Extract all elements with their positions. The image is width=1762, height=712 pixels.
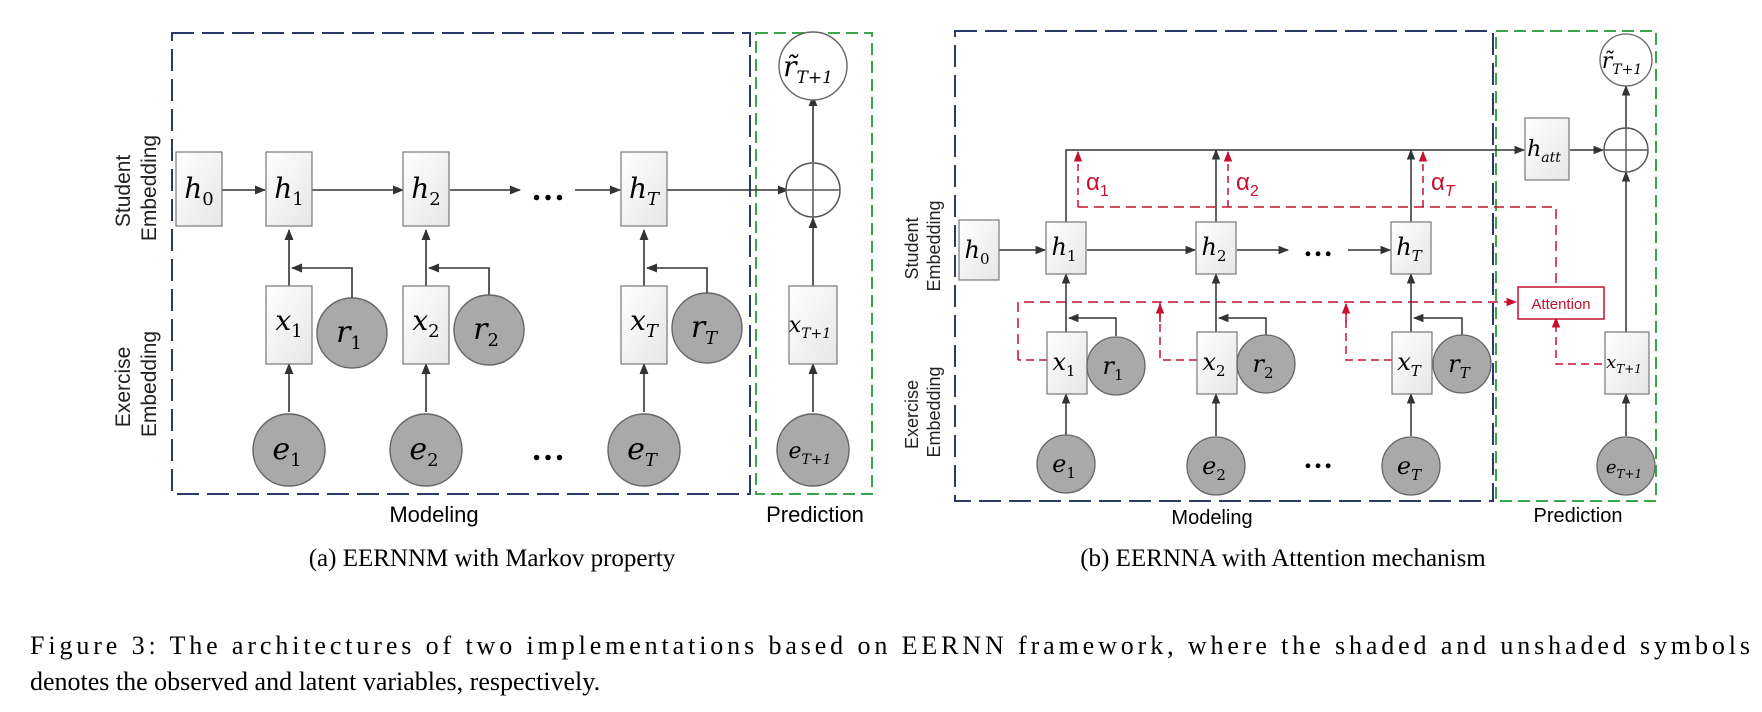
r2-node: r2 bbox=[453, 294, 525, 366]
ellipsis-exercise-b: … bbox=[1303, 442, 1333, 475]
attention-box: Attention bbox=[1517, 286, 1605, 320]
svg-text:h1: h1 bbox=[1051, 233, 1076, 265]
x1-node: x1 bbox=[265, 285, 313, 365]
panel-a: Student Embedding Exercise Embedding bbox=[112, 31, 873, 572]
svg-text:r2: r2 bbox=[1252, 350, 1273, 382]
svg-text:x2: x2 bbox=[412, 304, 439, 342]
modeling-frame-b bbox=[954, 30, 1494, 502]
alpha-1-label: α1 bbox=[1086, 169, 1109, 200]
h0-node: h0 bbox=[175, 151, 223, 227]
svg-text:r1: r1 bbox=[336, 315, 362, 354]
figure-caption-line1: Figure 3: The architectures of two imple… bbox=[30, 631, 1750, 660]
svg-text:eT+1: eT+1 bbox=[1606, 457, 1642, 481]
svg-text:e2: e2 bbox=[409, 432, 438, 471]
prediction-frame-b bbox=[1495, 30, 1657, 502]
svg-text:hatt: hatt bbox=[1527, 137, 1561, 166]
svg-text:x1: x1 bbox=[1052, 348, 1075, 380]
xT-node: xT bbox=[620, 285, 668, 365]
ellipsis-student-a: … bbox=[531, 171, 565, 208]
svg-text:Attention: Attention bbox=[1531, 296, 1590, 313]
rT-node-b: rT bbox=[1432, 334, 1492, 394]
e1-node-b: e1 bbox=[1036, 434, 1096, 494]
svg-text:x2: x2 bbox=[1202, 348, 1225, 380]
r1-node: r1 bbox=[316, 297, 388, 369]
r2-node-b: r2 bbox=[1236, 334, 1296, 394]
svg-text:r1: r1 bbox=[1102, 352, 1123, 384]
svg-text:hT: hT bbox=[1396, 233, 1422, 265]
caption-a: (a) EERNNM with Markov property bbox=[309, 545, 676, 572]
svg-text:xT+1: xT+1 bbox=[1606, 352, 1642, 376]
ellipsis-exercise-a: … bbox=[531, 431, 565, 468]
h1-node-b: h1 bbox=[1045, 221, 1087, 275]
modeling-label-b: Modeling bbox=[1171, 507, 1252, 529]
svg-text:h0: h0 bbox=[184, 172, 214, 210]
svg-text:h2: h2 bbox=[411, 172, 441, 210]
svg-text:rT: rT bbox=[691, 310, 719, 349]
svg-text:xT: xT bbox=[1397, 348, 1422, 380]
h-att-node: hatt bbox=[1524, 117, 1570, 181]
prediction-label-b: Prediction bbox=[1534, 505, 1623, 527]
caption-b: (b) EERNNA with Attention mechanism bbox=[1080, 545, 1486, 572]
svg-text:h1: h1 bbox=[274, 172, 304, 210]
alpha-T-label: αT bbox=[1431, 169, 1456, 200]
svg-text:r̃T+1: r̃T+1 bbox=[1602, 49, 1643, 78]
svg-text:x1: x1 bbox=[275, 304, 302, 342]
svg-text:eT+1: eT+1 bbox=[788, 439, 831, 468]
alpha-2-label: α2 bbox=[1236, 169, 1259, 200]
xT-node-b: xT bbox=[1391, 331, 1433, 395]
x2-node: x2 bbox=[402, 285, 450, 365]
e2-node: e2 bbox=[389, 413, 463, 487]
h0-node-b: h0 bbox=[958, 219, 1000, 281]
rT-node: rT bbox=[671, 292, 743, 364]
sum-node-b bbox=[1603, 127, 1649, 173]
hT-node-b: hT bbox=[1390, 221, 1432, 275]
x1-node-b: x1 bbox=[1046, 331, 1088, 395]
panel-b: Student Embedding Exercise Embedding α1 … bbox=[902, 30, 1657, 572]
sum-node-a bbox=[785, 162, 841, 218]
eT1-node-b: eT+1 bbox=[1596, 436, 1656, 496]
svg-text:eT: eT bbox=[627, 432, 659, 471]
svg-text:eT: eT bbox=[1397, 452, 1422, 484]
figure-caption-line2: denotes the observed and latent variable… bbox=[30, 667, 600, 696]
hT-node: hT bbox=[620, 151, 668, 227]
h1-node: h1 bbox=[265, 151, 313, 227]
h2-node: h2 bbox=[402, 151, 450, 227]
modeling-frame-a bbox=[171, 32, 751, 495]
svg-text:h0: h0 bbox=[964, 236, 989, 268]
svg-text:hT: hT bbox=[629, 172, 661, 210]
xT1-node-b: xT+1 bbox=[1604, 331, 1650, 395]
svg-text:rT: rT bbox=[1448, 350, 1470, 382]
r1-node-b: r1 bbox=[1086, 336, 1146, 396]
student-embedding-label-a: Student Embedding bbox=[112, 135, 161, 241]
student-embedding-label-b: Student Embedding bbox=[902, 200, 944, 291]
modeling-label-a: Modeling bbox=[389, 502, 478, 527]
prediction-label-a: Prediction bbox=[766, 502, 864, 527]
exercise-embedding-label-b: Exercise Embedding bbox=[902, 366, 944, 457]
eT-node: eT bbox=[607, 413, 681, 487]
eT-node-b: eT bbox=[1381, 436, 1441, 496]
svg-text:e2: e2 bbox=[1202, 452, 1226, 484]
xT1-node: xT+1 bbox=[788, 285, 838, 365]
svg-text:e1: e1 bbox=[272, 432, 301, 471]
svg-text:xT: xT bbox=[630, 304, 660, 342]
e1-node: e1 bbox=[252, 413, 326, 487]
e2-node-b: e2 bbox=[1186, 436, 1246, 496]
svg-text:e1: e1 bbox=[1052, 450, 1076, 482]
svg-text:r2: r2 bbox=[473, 312, 499, 351]
r-pred-node-b: r̃T+1 bbox=[1599, 33, 1653, 87]
eT1-node: eT+1 bbox=[776, 413, 850, 487]
ellipsis-student-b: … bbox=[1303, 230, 1333, 263]
x2-node-b: x2 bbox=[1196, 331, 1238, 395]
r-pred-node-a: r̃T+1 bbox=[778, 31, 848, 101]
svg-text:r̃T+1: r̃T+1 bbox=[783, 50, 833, 88]
exercise-embedding-label-a: Exercise Embedding bbox=[112, 331, 161, 437]
svg-text:h2: h2 bbox=[1201, 233, 1226, 265]
svg-text:xT+1: xT+1 bbox=[789, 313, 831, 342]
h2-node-b: h2 bbox=[1195, 221, 1237, 275]
